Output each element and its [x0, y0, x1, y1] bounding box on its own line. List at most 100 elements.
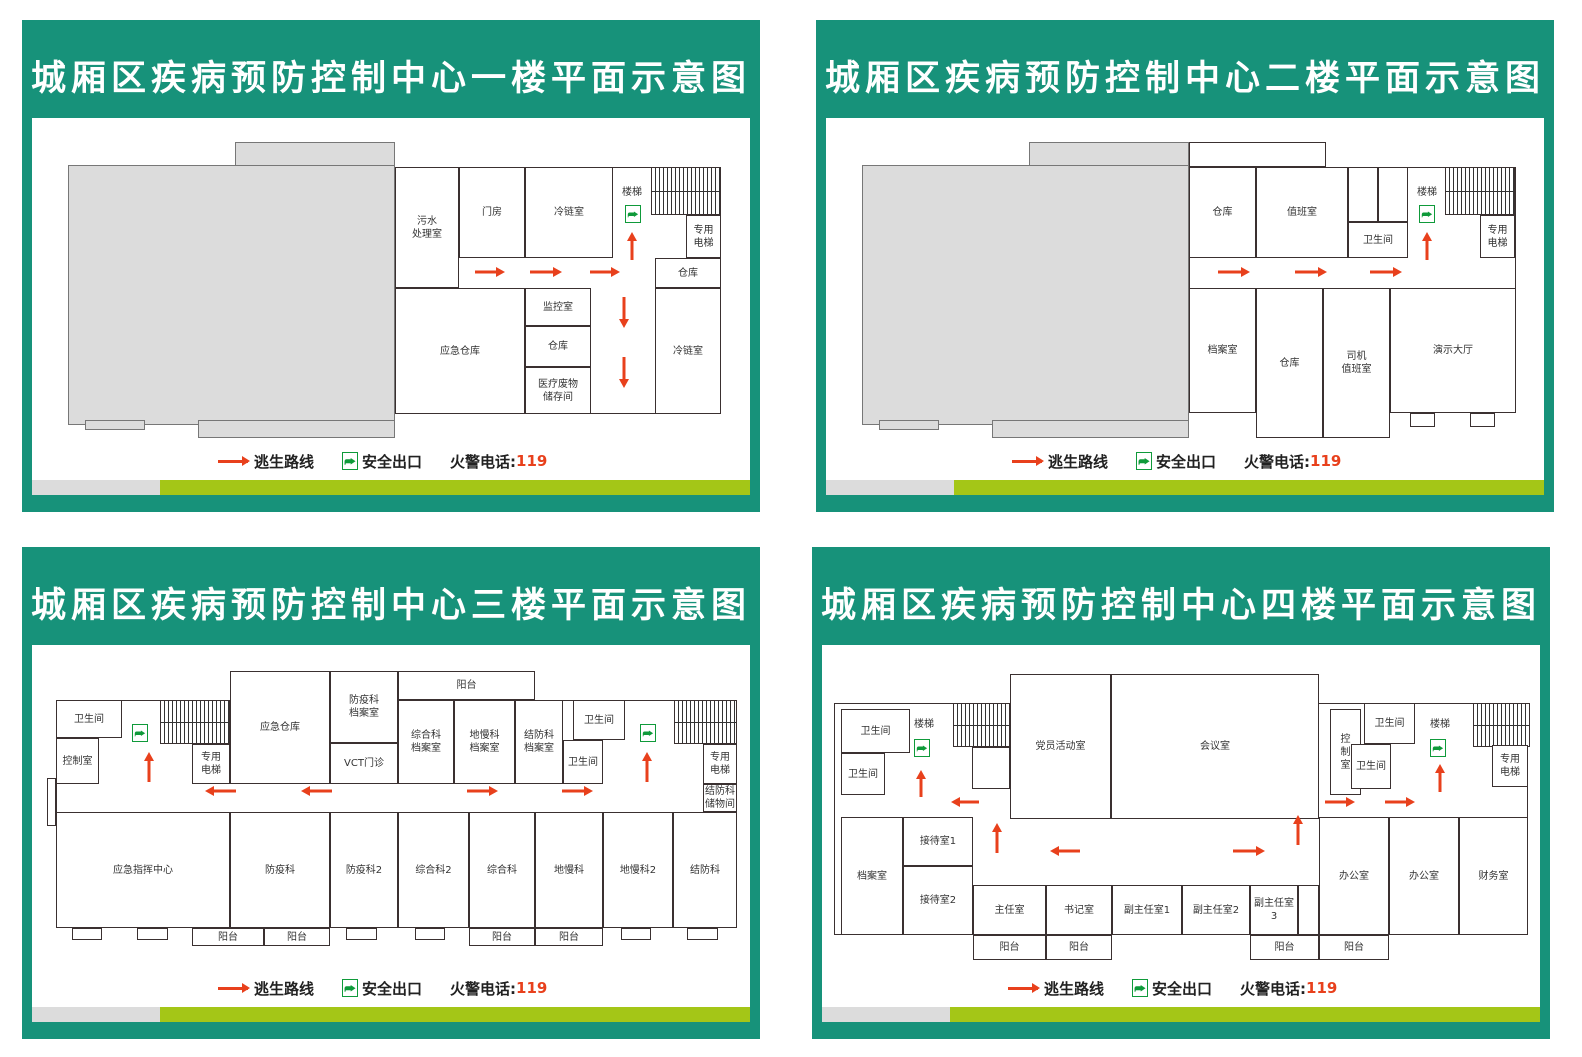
exit-sign-icon: ⮫ — [1132, 979, 1149, 997]
decor-bar-lime — [950, 1007, 1540, 1022]
staircase — [1445, 167, 1515, 215]
legend-exit-label: 安全出口 — [1156, 452, 1217, 471]
wall-box — [346, 928, 377, 940]
adjacent-building-shape — [1029, 142, 1189, 166]
exit-sign-icon: ⮫ — [1430, 739, 1446, 757]
legend: 逃生路线⮫安全出口火警电话:119 — [1012, 450, 1341, 472]
legend-fire-number: 119 — [516, 979, 548, 997]
room: 接待室2 — [903, 866, 973, 935]
adjacent-building-shape — [992, 420, 1189, 438]
room: 楼梯 — [1417, 186, 1437, 198]
room: 污水 处理室 — [395, 167, 459, 288]
wall-box — [72, 928, 102, 940]
room: 应急仓库 — [230, 671, 330, 784]
room: 防疫科 档案室 — [330, 671, 398, 743]
room: 档案室 — [841, 817, 903, 935]
room: 阳台 — [1319, 935, 1389, 960]
decor-bar-gray — [32, 480, 160, 495]
room: 医疗废物 储存间 — [525, 367, 591, 414]
staircase — [1473, 703, 1530, 747]
wall-box — [1470, 413, 1495, 427]
wall-box — [1410, 413, 1435, 427]
decor-bar-gray — [826, 480, 954, 495]
legend-fire-label: 火警电话: — [450, 979, 517, 998]
room: 专用 电梯 — [192, 744, 230, 784]
room: 卫生间 — [573, 700, 625, 740]
staircase — [160, 700, 230, 744]
route-arrow-icon — [1008, 982, 1040, 993]
legend-fire-number: 119 — [1306, 979, 1338, 997]
legend-route-label: 逃生路线 — [1048, 452, 1109, 471]
panel-title: 城厢区疾病预防控制中心二楼平面示意图 — [824, 59, 1545, 99]
room: 控制室 — [56, 738, 99, 784]
room: 接待室1 — [903, 817, 973, 866]
legend-exit-label: 安全出口 — [362, 979, 423, 998]
exit-sign-icon: ⮫ — [342, 979, 359, 997]
room: 卫生间 — [563, 740, 603, 784]
room: 冷链室 — [525, 167, 613, 258]
legend-exit-label: 安全出口 — [1152, 979, 1213, 998]
room: 值班室 — [1256, 167, 1348, 258]
room: 防疫科2 — [330, 812, 398, 928]
room: 档案室 — [1189, 288, 1256, 413]
legend-fire-number: 119 — [516, 452, 548, 470]
route-arrow-icon — [218, 455, 250, 466]
room: 阳台 — [973, 935, 1046, 960]
exit-sign-icon: ⮫ — [1136, 452, 1153, 470]
panel-title: 城厢区疾病预防控制中心一楼平面示意图 — [30, 59, 751, 99]
wall-box — [1348, 167, 1378, 222]
legend: 逃生路线⮫安全出口火警电话:119 — [1008, 977, 1337, 999]
wall-box — [137, 928, 168, 940]
room: 办公室 — [1319, 817, 1389, 935]
legend-fire-label: 火警电话: — [1240, 979, 1307, 998]
staircase — [651, 167, 721, 215]
wall-box — [47, 778, 56, 826]
legend-fire-label: 火警电话: — [450, 452, 517, 471]
wall-box — [687, 928, 718, 940]
legend-fire-number: 119 — [1310, 452, 1342, 470]
decor-bar-lime — [954, 480, 1544, 495]
room: 卫生间 — [1348, 222, 1408, 258]
room: 阳台 — [1250, 935, 1319, 960]
room: 专用 电梯 — [686, 215, 721, 258]
room: 阳台 — [535, 928, 603, 946]
room: 楼梯 — [914, 718, 934, 730]
room: 阳台 — [192, 928, 264, 946]
room: 地慢科 档案室 — [454, 700, 515, 784]
room: 主任室 — [973, 885, 1046, 935]
wall-box — [415, 928, 445, 940]
room: 应急指挥中心 — [56, 812, 230, 928]
room: 地慢科2 — [603, 812, 673, 928]
adjacent-building-shape — [235, 142, 395, 166]
panel-title: 城厢区疾病预防控制中心三楼平面示意图 — [30, 586, 751, 626]
room: 卫生间 — [841, 709, 910, 753]
legend-exit-label: 安全出口 — [362, 452, 423, 471]
room: 结防科 档案室 — [515, 700, 563, 784]
room: 党员活动室 — [1010, 674, 1111, 819]
room: 专用 电梯 — [1492, 745, 1528, 787]
room: 副主任室1 — [1112, 885, 1182, 935]
room: 专用 电梯 — [703, 744, 737, 784]
room: 综合科2 — [398, 812, 469, 928]
room: 地慢科 — [535, 812, 603, 928]
legend-route-label: 逃生路线 — [254, 452, 315, 471]
adjacent-building-shape — [198, 420, 395, 438]
room: 防疫科 — [230, 812, 330, 928]
wall-box — [621, 928, 651, 940]
exit-sign-icon: ⮫ — [640, 724, 656, 742]
room: 阳台 — [264, 928, 330, 946]
panel-title: 城厢区疾病预防控制中心四楼平面示意图 — [820, 586, 1541, 626]
exit-sign-icon: ⮫ — [625, 205, 641, 223]
route-arrow-icon — [218, 982, 250, 993]
room: 演示大厅 — [1390, 288, 1516, 413]
wall-box — [1298, 885, 1319, 935]
decor-bar-gray — [32, 1007, 160, 1022]
room: 专用 电梯 — [1480, 215, 1515, 258]
room: 应急仓库 — [395, 288, 525, 414]
room: 财务室 — [1459, 817, 1528, 935]
room: 司机 值班室 — [1323, 288, 1390, 438]
room: 楼梯 — [622, 186, 642, 198]
exit-sign-icon: ⮫ — [132, 724, 148, 742]
room: 综合科 档案室 — [398, 700, 454, 784]
exit-sign-icon: ⮫ — [914, 739, 930, 757]
